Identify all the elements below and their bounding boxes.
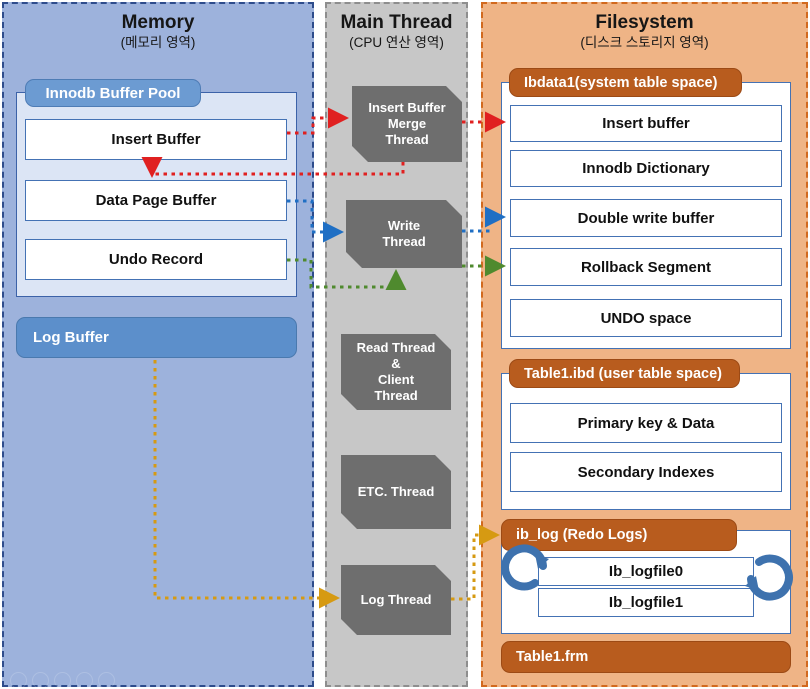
innodb-buffer-pool-label: Innodb Buffer Pool xyxy=(25,79,201,107)
thread-read-and-client[interactable]: Read Thread & Client Thread xyxy=(341,334,451,410)
filesystem-title-main: Filesystem xyxy=(595,12,694,33)
table1-ibd-label: Table1.ibd (user table space) xyxy=(509,359,740,388)
thread-read-client-line2: & xyxy=(391,356,401,371)
table1-frm-label: Table1.frm xyxy=(501,641,791,673)
filesystem-column-title: Filesystem (디스크 스토리지 영역) xyxy=(483,12,806,52)
thread-log-label: Log Thread xyxy=(360,592,432,607)
main-thread-column-title: Main Thread (CPU 연산 영역) xyxy=(327,12,466,52)
thread-write[interactable]: Write Thread xyxy=(346,200,462,268)
memory-item-data-page-buffer[interactable]: Data Page Buffer xyxy=(25,180,287,221)
thread-log[interactable]: Log Thread xyxy=(341,565,451,635)
watermark-icon-3 xyxy=(54,671,71,689)
watermark-icon-4 xyxy=(76,671,93,689)
thread-write-line2: Thread xyxy=(382,234,426,249)
memory-column-title: Memory (메모리 영역) xyxy=(4,12,312,52)
thread-etc[interactable]: ETC. Thread xyxy=(341,455,451,529)
thread-insert-merge-line1: Insert Buffer xyxy=(368,100,446,115)
thread-insert-merge-line3: Thread xyxy=(385,132,429,147)
thread-read-client-line1: Read Thread xyxy=(356,340,436,355)
filesystem-title-sub: (디스크 스토리지 영역) xyxy=(580,35,709,50)
memory-item-log-buffer[interactable]: Log Buffer xyxy=(16,317,297,358)
main-thread-title-main: Main Thread xyxy=(340,12,453,33)
thread-write-line1: Write xyxy=(387,218,421,233)
fs-item-double-write-buffer[interactable]: Double write buffer xyxy=(510,199,782,237)
ibdata1-label: Ibdata1(system table space) xyxy=(509,68,742,97)
fs-item-secondary-indexes[interactable]: Secondary Indexes xyxy=(510,452,782,492)
watermark-toolbar xyxy=(10,671,120,689)
thread-insert-buffer-merge[interactable]: Insert Buffer Merge Thread xyxy=(352,86,462,162)
fs-item-rollback-segment[interactable]: Rollback Segment xyxy=(510,248,782,286)
watermark-icon-2 xyxy=(32,671,49,689)
main-thread-title-sub: (CPU 연산 영역) xyxy=(349,35,444,50)
fs-item-ib-logfile0[interactable]: Ib_logfile0 xyxy=(538,557,754,586)
memory-title-main: Memory xyxy=(121,12,195,33)
memory-title-sub: (메모리 영역) xyxy=(120,35,196,50)
thread-insert-merge-line2: Merge xyxy=(387,116,427,131)
fs-item-undo-space[interactable]: UNDO space xyxy=(510,299,782,337)
memory-item-insert-buffer[interactable]: Insert Buffer xyxy=(25,119,287,160)
thread-read-client-line4: Thread xyxy=(374,388,418,403)
fs-item-ib-logfile1[interactable]: Ib_logfile1 xyxy=(538,588,754,617)
fs-item-primary-key-and-data[interactable]: Primary key & Data xyxy=(510,403,782,443)
fs-item-innodb-dictionary[interactable]: Innodb Dictionary xyxy=(510,150,782,187)
ib-log-label: ib_log (Redo Logs) xyxy=(501,519,737,551)
memory-item-undo-record[interactable]: Undo Record xyxy=(25,239,287,280)
thread-etc-label: ETC. Thread xyxy=(357,484,435,499)
thread-read-client-line3: Client xyxy=(377,372,415,387)
watermark-icon-1 xyxy=(10,671,27,689)
fs-item-insert-buffer[interactable]: Insert buffer xyxy=(510,105,782,142)
watermark-icon-5 xyxy=(98,671,115,689)
